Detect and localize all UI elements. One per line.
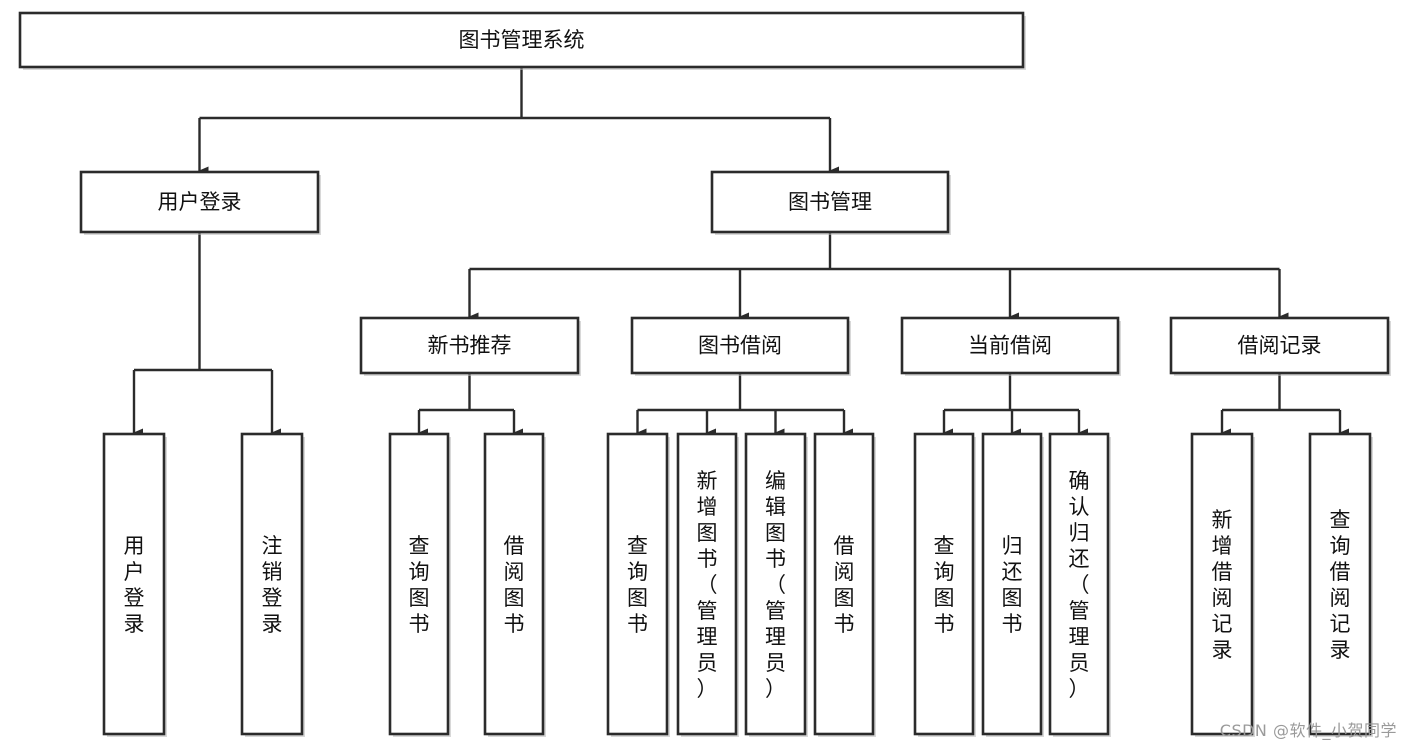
- edges-layer: [132, 67, 1350, 438]
- node-box: [1190, 432, 1254, 736]
- node-label: 新增借阅记录: [1212, 508, 1233, 662]
- nodes-layer: 图书管理系统用户登录图书管理新书推荐图书借阅当前借阅借阅记录用户登录注销登录查询…: [18, 11, 1391, 737]
- node-label: 查询图书: [409, 534, 430, 636]
- node-leaf-编辑图书管理员[interactable]: 编辑图书（管理员）: [744, 432, 808, 737]
- node-root-图书管理系统[interactable]: 图书管理系统: [18, 11, 1026, 70]
- node-label: 用户登录: [124, 534, 145, 636]
- node-leaf-查询图书[interactable]: 查询图书: [913, 432, 976, 737]
- node-box: [813, 432, 875, 736]
- node-box: [981, 432, 1043, 736]
- node-label: 图书管理: [788, 190, 872, 214]
- node-label: 新书推荐: [428, 334, 512, 358]
- node-leaf-借阅图书[interactable]: 借阅图书: [483, 432, 546, 737]
- node-box: [676, 432, 738, 736]
- node-box: [240, 432, 304, 736]
- node-box: [79, 170, 320, 234]
- node-l3-新书推荐[interactable]: 新书推荐: [359, 316, 581, 376]
- node-box: [1308, 432, 1372, 736]
- node-box: [710, 170, 950, 234]
- node-label: 查询借阅记录: [1330, 508, 1351, 662]
- node-leaf-归还图书[interactable]: 归还图书: [981, 432, 1044, 737]
- node-label: 查询图书: [934, 534, 955, 636]
- node-box: [1169, 316, 1390, 375]
- node-l2-用户登录[interactable]: 用户登录: [79, 170, 321, 235]
- node-box: [630, 316, 850, 375]
- node-box: [483, 432, 545, 736]
- node-box: [913, 432, 975, 736]
- node-label: 图书借阅: [698, 334, 782, 358]
- node-box: [102, 432, 166, 736]
- node-leaf-查询图书[interactable]: 查询图书: [606, 432, 670, 737]
- node-label: 确认归还（管理员）: [1069, 469, 1090, 701]
- node-box: [900, 316, 1120, 375]
- node-l3-图书借阅[interactable]: 图书借阅: [630, 316, 851, 376]
- node-l3-当前借阅[interactable]: 当前借阅: [900, 316, 1121, 376]
- node-label: 编辑图书（管理员）: [765, 469, 786, 701]
- node-leaf-注销登录[interactable]: 注销登录: [240, 432, 305, 737]
- node-label: 当前借阅: [968, 334, 1052, 358]
- node-label: 用户登录: [158, 190, 242, 214]
- node-box: [606, 432, 669, 736]
- node-leaf-确认归还管理员[interactable]: 确认归还（管理员）: [1048, 432, 1111, 737]
- node-label: 查询图书: [627, 534, 648, 636]
- node-box: [744, 432, 807, 736]
- node-label: 注销登录: [262, 534, 283, 636]
- node-label: 图书管理系统: [459, 28, 585, 52]
- node-label: 借阅图书: [504, 534, 525, 636]
- node-leaf-查询图书[interactable]: 查询图书: [388, 432, 451, 737]
- node-leaf-新增借阅记录[interactable]: 新增借阅记录: [1190, 432, 1255, 737]
- node-leaf-借阅图书[interactable]: 借阅图书: [813, 432, 876, 737]
- node-label: 新增图书（管理员）: [697, 469, 718, 701]
- node-label: 归还图书: [1002, 534, 1023, 636]
- node-box: [359, 316, 580, 375]
- node-box: [1048, 432, 1110, 736]
- node-leaf-用户登录[interactable]: 用户登录: [102, 432, 167, 737]
- node-label: 借阅图书: [834, 534, 855, 636]
- node-box: [18, 11, 1025, 69]
- node-label: 借阅记录: [1238, 334, 1322, 358]
- node-leaf-新增图书管理员[interactable]: 新增图书（管理员）: [676, 432, 739, 737]
- node-l2-图书管理[interactable]: 图书管理: [710, 170, 951, 235]
- node-box: [388, 432, 450, 736]
- node-leaf-查询借阅记录[interactable]: 查询借阅记录: [1308, 432, 1373, 737]
- node-l3-借阅记录[interactable]: 借阅记录: [1169, 316, 1391, 376]
